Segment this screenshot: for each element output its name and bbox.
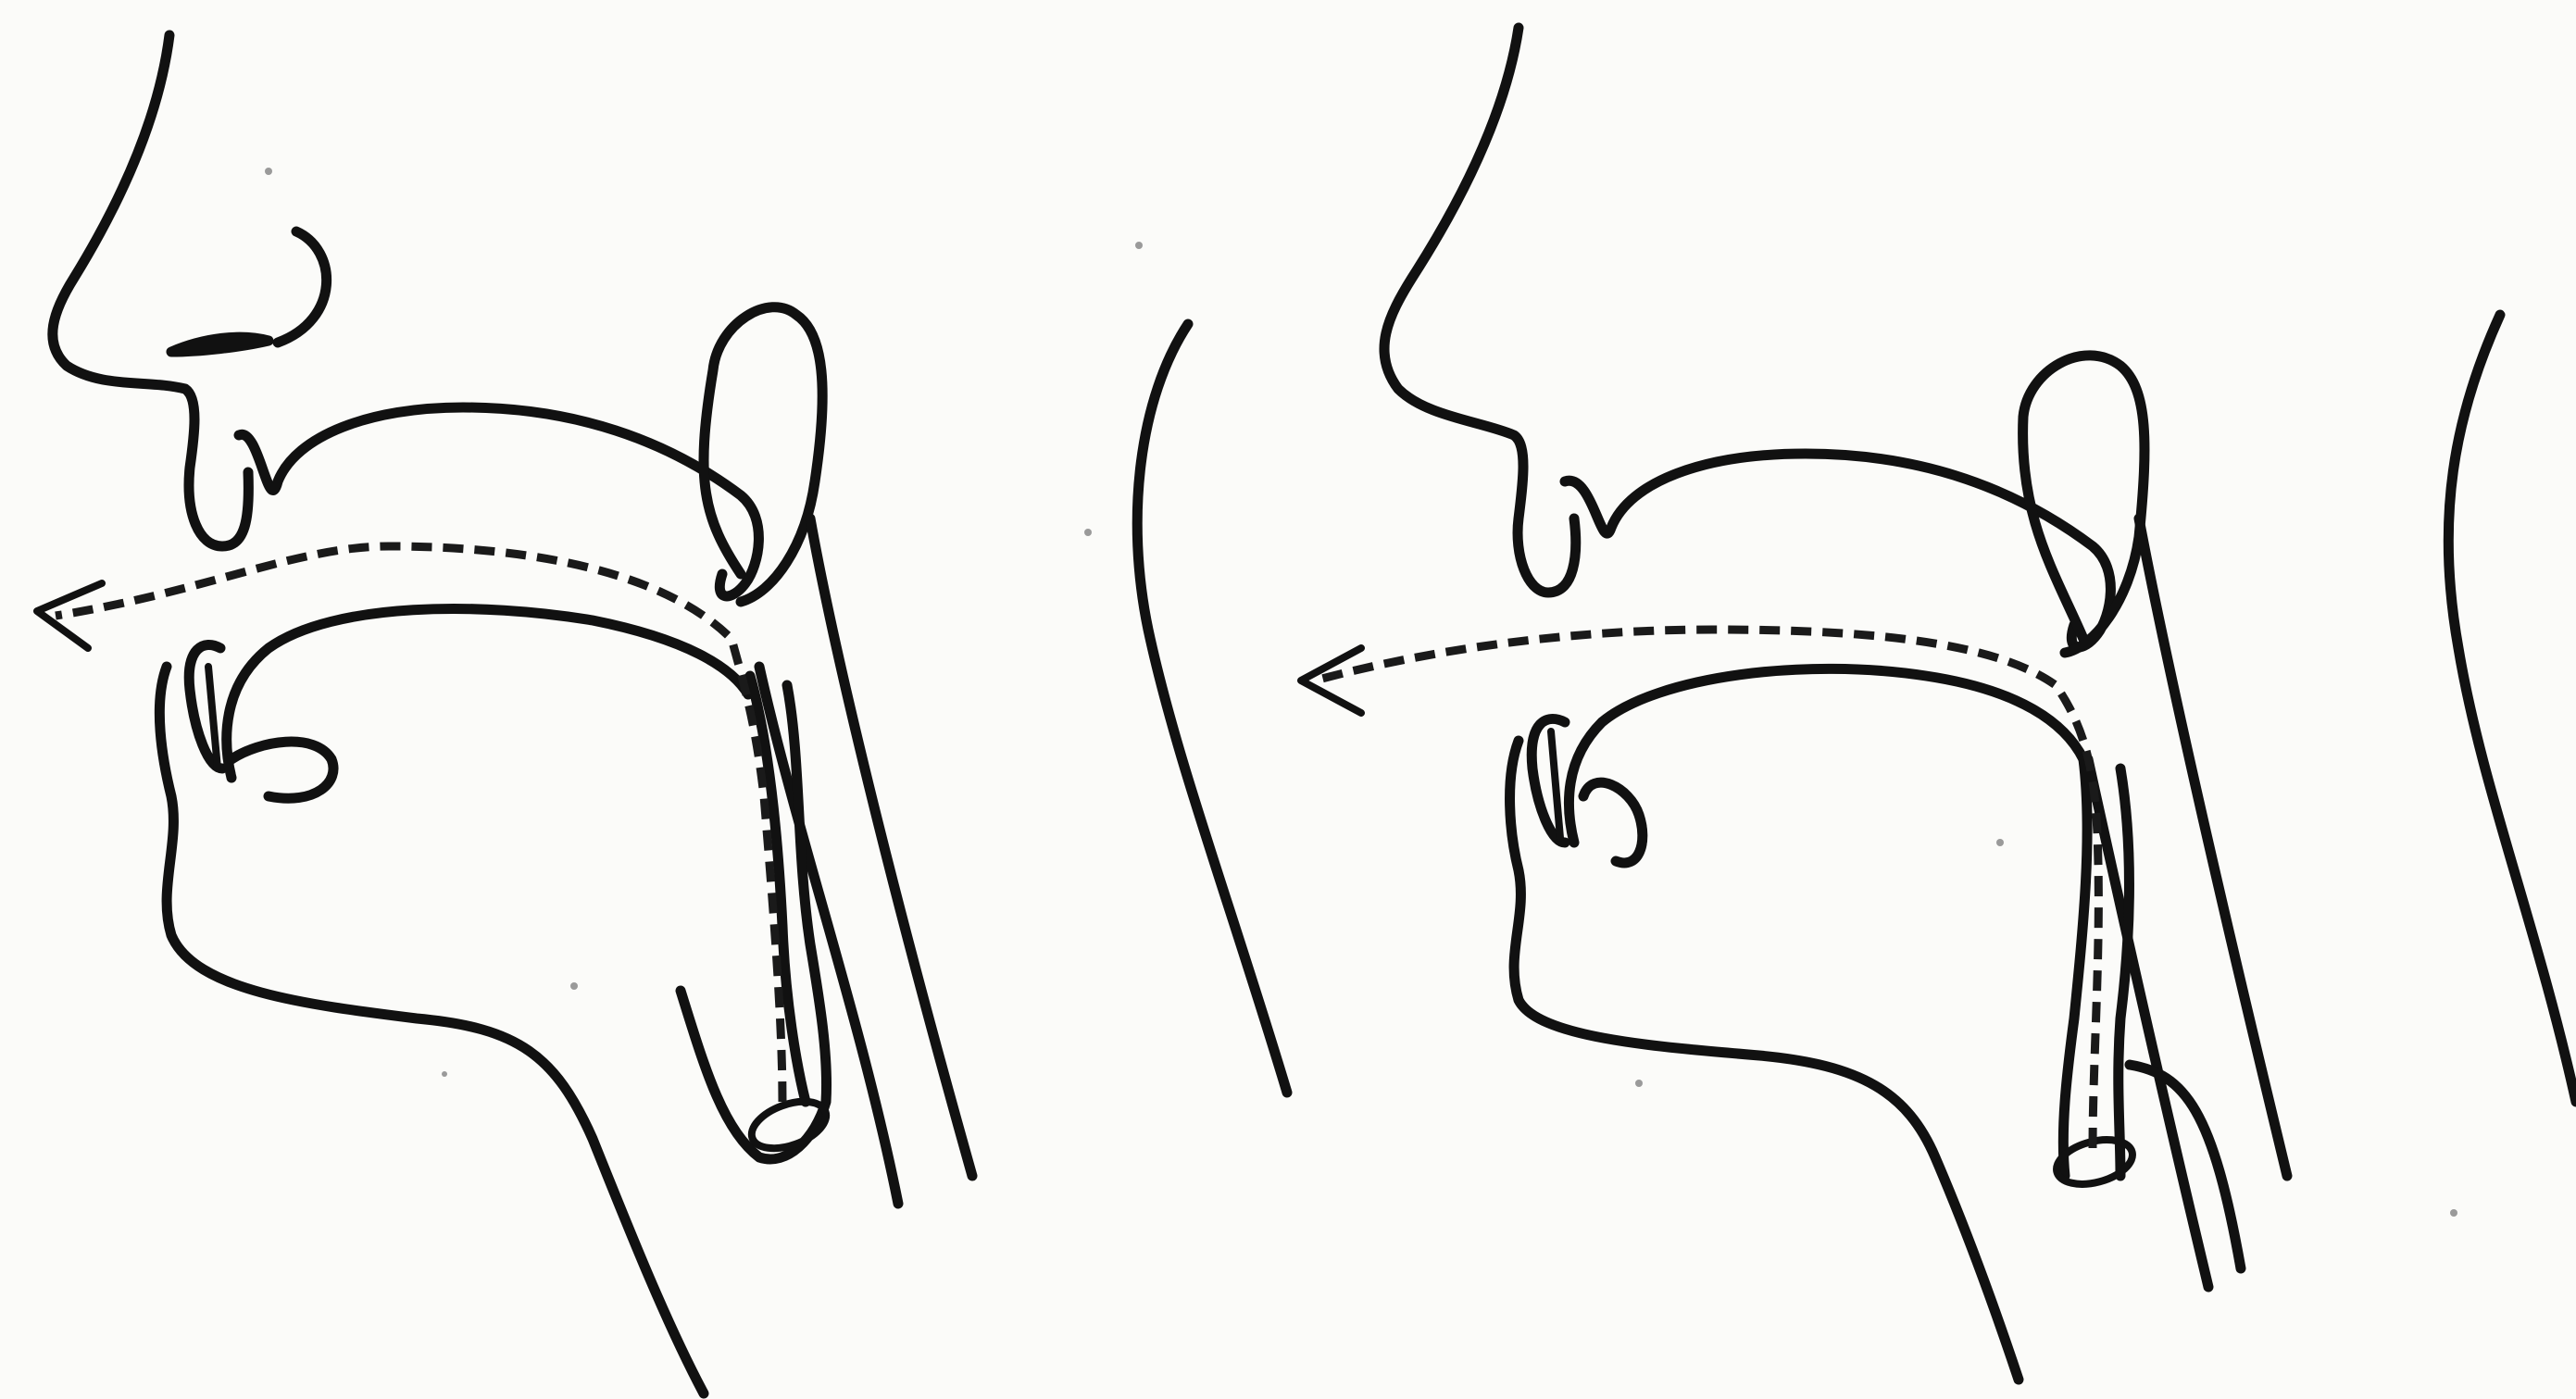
right-face-profile xyxy=(1384,28,1576,593)
right-pharynx-inner xyxy=(2088,759,2208,1287)
left-palate xyxy=(239,407,758,596)
left-neck-front xyxy=(1137,324,1287,1093)
left-pharynx-wall xyxy=(810,518,972,1176)
left-velum xyxy=(704,307,822,602)
left-tongue-tip xyxy=(231,742,333,798)
panel-left xyxy=(37,35,972,1393)
left-nostril xyxy=(278,231,327,343)
paper-specks xyxy=(265,168,2457,1217)
right-lower-lip-line xyxy=(1551,731,1560,838)
left-face-profile xyxy=(53,35,249,546)
panel-right xyxy=(1301,28,2287,1380)
right-tongue-tip xyxy=(1583,782,1643,863)
right-larynx-tube xyxy=(2063,759,2241,1268)
left-glottis xyxy=(745,1093,832,1157)
left-airflow-arrowhead xyxy=(37,583,102,648)
right-airflow-path xyxy=(1315,630,2098,1148)
right-velum xyxy=(2023,356,2145,653)
left-jaw xyxy=(159,667,704,1393)
left-tongue xyxy=(227,609,748,778)
right-tongue xyxy=(1569,668,2083,843)
left-nostril-mark xyxy=(171,337,269,352)
right-jaw xyxy=(1510,741,2019,1380)
right-neck-front xyxy=(2448,315,2576,1102)
